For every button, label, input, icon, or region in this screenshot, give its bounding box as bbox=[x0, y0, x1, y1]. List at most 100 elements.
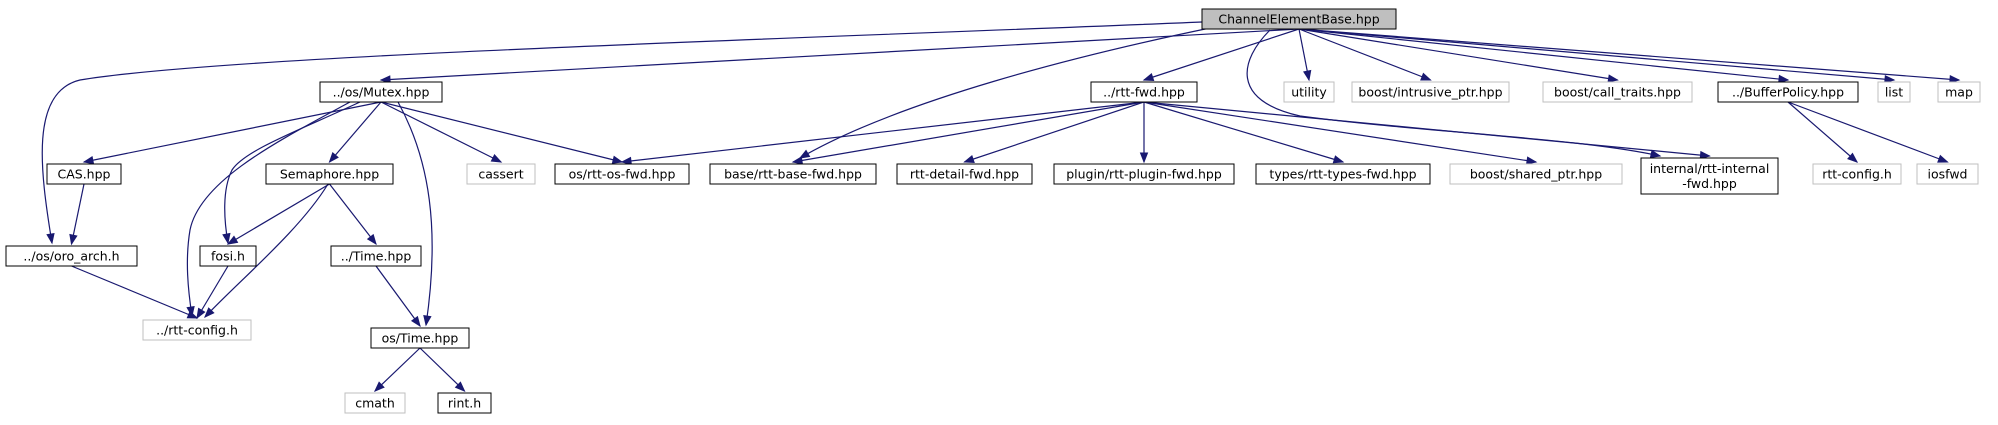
edge-line bbox=[1298, 28, 1895, 81]
node-label: base/rtt-base-fwd.hpp bbox=[724, 167, 862, 182]
node-box bbox=[1717, 81, 1859, 103]
node-box bbox=[1449, 163, 1623, 185]
nodes-layer: ChannelElementBase.hpp ../os/Mutex.hpp ../… bbox=[5, 8, 1981, 414]
node-mutex[interactable]: ../os/Mutex.hpp bbox=[319, 81, 443, 103]
node-box bbox=[1201, 8, 1397, 30]
node-box bbox=[554, 163, 690, 185]
arrowhead bbox=[366, 233, 377, 246]
node-label: plugin/rtt-plugin-fwd.hpp bbox=[1066, 167, 1222, 182]
edge-line bbox=[397, 101, 433, 326]
edge-line bbox=[374, 347, 421, 392]
arrowhead bbox=[1420, 72, 1432, 81]
node-label: map bbox=[1945, 85, 1973, 100]
node-cmath: cmath bbox=[344, 392, 406, 414]
edge-line bbox=[419, 347, 465, 392]
node-label: ../os/Mutex.hpp bbox=[333, 85, 430, 100]
arrowhead bbox=[1937, 154, 1949, 163]
node-box bbox=[1542, 81, 1693, 103]
node-semaphore[interactable]: Semaphore.hpp bbox=[265, 163, 394, 185]
node-box bbox=[142, 319, 252, 341]
node-internalfwd[interactable]: internal/rtt-internal-fwd.hpp bbox=[1640, 157, 1779, 195]
node-rttconfig: ../rtt-config.h bbox=[142, 319, 252, 341]
arrowhead bbox=[328, 152, 339, 164]
edge-ostime-to-cmath bbox=[374, 347, 421, 392]
node-box bbox=[265, 163, 394, 185]
edge-line bbox=[1298, 28, 1789, 81]
node-root: ChannelElementBase.hpp bbox=[1201, 8, 1397, 30]
edge-rttfwd-to-sharedptr bbox=[1143, 101, 1538, 165]
node-label: -fwd.hpp bbox=[1682, 176, 1737, 191]
arrowhead bbox=[204, 307, 215, 319]
edge-line bbox=[792, 101, 1145, 163]
edge-line bbox=[1143, 28, 1300, 81]
edge-rttfwd-to-typesfwd bbox=[1143, 101, 1345, 164]
edge-rttfwd-to-osrttosfwd bbox=[620, 101, 1145, 166]
arrowhead bbox=[46, 232, 55, 245]
node-label: boost/shared_ptr.hpp bbox=[1470, 167, 1602, 182]
edge-mutex-to-semaphore bbox=[328, 101, 382, 164]
node-label: ChannelElementBase.hpp bbox=[1218, 12, 1379, 27]
arrowhead bbox=[379, 75, 391, 84]
node-box bbox=[1640, 157, 1779, 195]
edge-line bbox=[186, 101, 351, 317]
node-label: ../Time.hpp bbox=[341, 249, 412, 264]
edge-root-to-calltraits bbox=[1298, 28, 1619, 83]
node-rttconfigh: rtt-config.h bbox=[1812, 163, 1902, 185]
node-box bbox=[1351, 81, 1510, 103]
arrowhead bbox=[1884, 74, 1896, 84]
node-box bbox=[1053, 163, 1235, 185]
edge-line bbox=[196, 265, 229, 319]
edge-semaphore-to-fosi bbox=[226, 183, 330, 245]
node-cassert: cassert bbox=[466, 163, 536, 185]
edge-root-to-bufferpolicy bbox=[1298, 28, 1790, 84]
edge-mutex-to-ostime bbox=[397, 101, 433, 327]
edge-line bbox=[380, 101, 623, 163]
node-label: rtt-config.h bbox=[1822, 167, 1892, 182]
edge-line bbox=[1298, 28, 1960, 81]
node-basefwd[interactable]: base/rtt-base-fwd.hpp bbox=[709, 163, 877, 185]
node-pluginfwd[interactable]: plugin/rtt-plugin-fwd.hpp bbox=[1053, 163, 1235, 185]
node-label: cmath bbox=[355, 396, 395, 411]
node-oroarch[interactable]: ../os/oro_arch.h bbox=[5, 245, 138, 267]
arrowhead bbox=[196, 307, 206, 320]
arrowhead bbox=[1303, 69, 1312, 82]
edge-line bbox=[1143, 101, 1710, 157]
node-rttfwd[interactable]: ../rtt-fwd.hpp bbox=[1090, 81, 1198, 103]
node-box bbox=[466, 163, 536, 185]
node-box bbox=[1283, 81, 1335, 103]
node-label: os/rtt-os-fwd.hpp bbox=[569, 167, 676, 182]
node-label: ../rtt-config.h bbox=[156, 323, 238, 338]
node-fosi[interactable]: fosi.h bbox=[199, 245, 257, 267]
node-label: ../os/oro_arch.h bbox=[23, 249, 119, 264]
node-osrttosfwd[interactable]: os/rtt-os-fwd.hpp bbox=[554, 163, 690, 185]
arrowhead bbox=[1699, 150, 1711, 160]
node-bufferpolicy[interactable]: ../BufferPolicy.hpp bbox=[1717, 81, 1859, 103]
edge-dottime-to-ostime bbox=[375, 265, 421, 328]
node-label: CAS.hpp bbox=[58, 167, 111, 182]
node-detailfwd[interactable]: rtt-detail-fwd.hpp bbox=[896, 163, 1033, 185]
node-label: fosi.h bbox=[211, 249, 245, 264]
edge-ostime-to-rint bbox=[419, 347, 466, 392]
node-box bbox=[5, 245, 138, 267]
edge-line bbox=[329, 101, 382, 163]
node-typesfwd[interactable]: types/rtt-types-fwd.hpp bbox=[1255, 163, 1431, 185]
node-rint[interactable]: rint.h bbox=[437, 392, 492, 414]
edges-layer bbox=[41, 21, 1961, 392]
edge-rttfwd-to-internalfwd bbox=[1143, 101, 1711, 160]
edge-line bbox=[1143, 101, 1537, 163]
edge-mutex-to-cassert bbox=[380, 101, 503, 163]
arrowhead bbox=[1649, 149, 1662, 159]
node-box bbox=[1937, 81, 1981, 103]
arrowhead bbox=[410, 315, 421, 328]
node-sharedptr: boost/shared_ptr.hpp bbox=[1449, 163, 1623, 185]
arrowhead bbox=[791, 156, 804, 165]
edge-line bbox=[1298, 28, 1618, 81]
node-box bbox=[330, 245, 422, 267]
node-ostime[interactable]: os/Time.hpp bbox=[370, 327, 470, 349]
node-label: boost/call_traits.hpp bbox=[1554, 85, 1681, 100]
edge-root-to-map bbox=[1298, 28, 1961, 84]
arrowhead bbox=[222, 232, 231, 245]
node-dottime[interactable]: ../Time.hpp bbox=[330, 245, 422, 267]
arrowhead bbox=[620, 156, 632, 166]
node-cas[interactable]: CAS.hpp bbox=[46, 163, 122, 185]
